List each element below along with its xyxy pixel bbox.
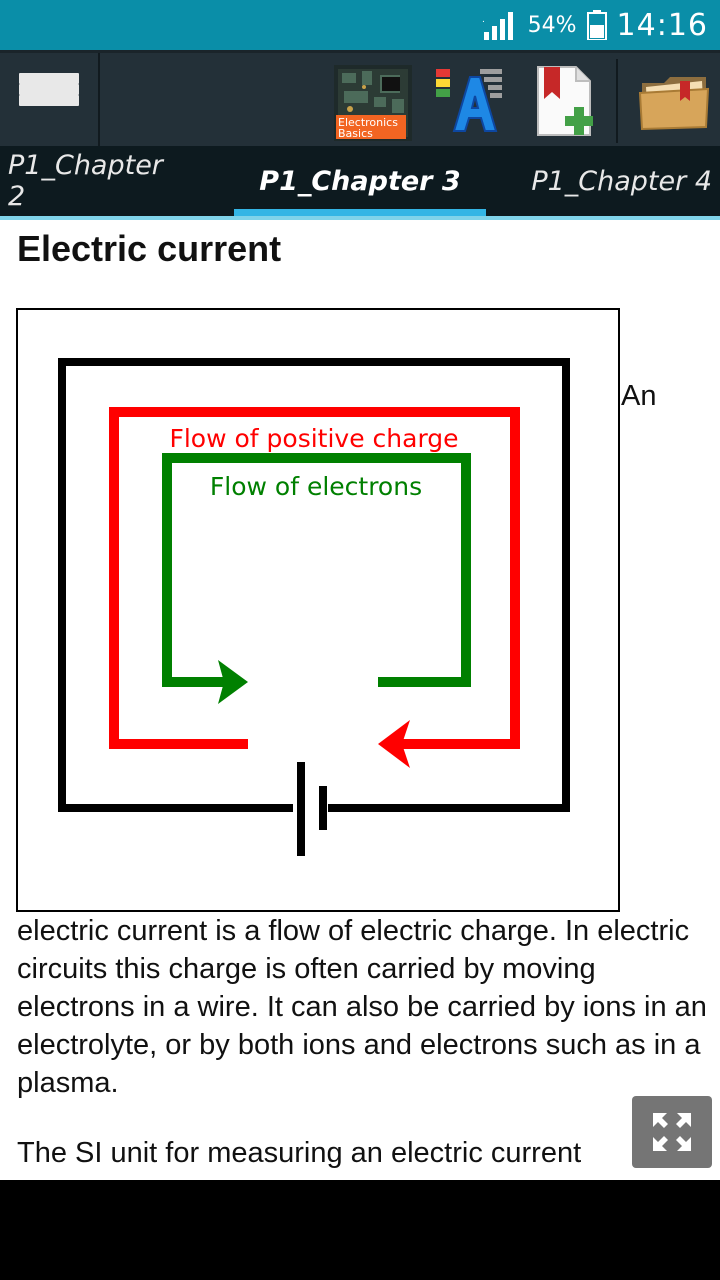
bottom-bar xyxy=(0,1180,720,1280)
status-icons: . 54% 14:16 xyxy=(482,0,708,50)
inline-text: An xyxy=(621,380,657,412)
clock: 14:16 xyxy=(616,7,708,43)
positive-flow-arrowhead xyxy=(378,720,410,768)
app-logo-icon[interactable]: Electronics Basics xyxy=(334,65,412,141)
positive-flow-path xyxy=(109,407,520,749)
tab-chapter-2[interactable]: P1_Chapter 2 xyxy=(8,150,163,212)
article-content[interactable]: Electric current Flow of positive charge… xyxy=(0,220,720,1180)
expand-icon xyxy=(653,1113,691,1151)
article-title: Electric current xyxy=(17,228,282,269)
hamburger-icon xyxy=(19,72,79,127)
status-bar: . 54% 14:16 xyxy=(0,0,720,50)
battery-icon xyxy=(586,10,607,40)
text-size-icon[interactable] xyxy=(434,63,512,139)
electron-flow-path xyxy=(162,453,471,687)
menu-button[interactable] xyxy=(0,53,100,146)
toolbar-divider xyxy=(616,59,618,143)
electron-flow-arrowhead xyxy=(218,660,248,704)
battery-percent: 54% xyxy=(527,12,577,38)
svg-text:.: . xyxy=(482,15,485,25)
chapter-tabs: P1_Chapter 2 P1_Chapter 3 P1_Chapter 4 xyxy=(0,146,720,220)
add-bookmark-icon[interactable] xyxy=(530,63,608,139)
circuit-figure: Flow of positive charge Flow of electron… xyxy=(16,308,620,912)
tab-chapter-4[interactable]: P1_Chapter 4 xyxy=(531,165,712,197)
toolbar: Electronics Basics xyxy=(0,50,720,146)
fullscreen-button[interactable] xyxy=(632,1096,712,1168)
paragraph: electric current is a flow of electric c… xyxy=(17,915,707,1099)
active-tab-indicator xyxy=(234,209,486,216)
positive-flow-label: Flow of positive charge xyxy=(169,424,458,453)
app-icon-label-1: Electronics xyxy=(338,116,398,129)
circuit-diagram: Flow of positive charge Flow of electron… xyxy=(58,358,570,856)
tab-chapter-3[interactable]: P1_Chapter 3 xyxy=(259,165,461,197)
paragraph: The SI unit for measuring an electric cu… xyxy=(17,1137,582,1169)
bookmarks-folder-icon[interactable] xyxy=(636,63,714,139)
signal-icon: . xyxy=(482,12,513,40)
app-icon-label-2: Basics xyxy=(338,127,373,140)
electron-flow-label: Flow of electrons xyxy=(210,472,422,501)
